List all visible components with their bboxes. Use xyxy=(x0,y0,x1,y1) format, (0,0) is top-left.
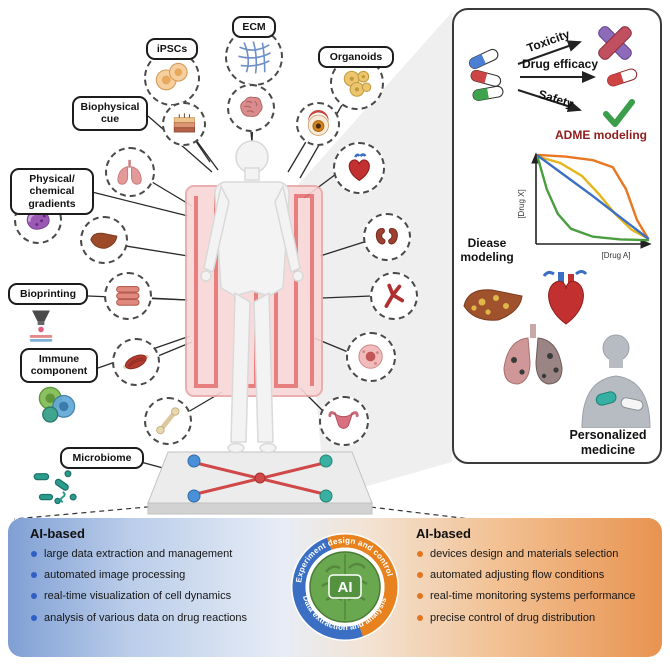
ai-left-list: large data extraction and management aut… xyxy=(30,548,310,625)
toxicity-cross-icon xyxy=(598,26,632,60)
intestine-icon xyxy=(116,286,140,306)
applications-panel: Toxicity Drug efficacy Safety ADME model… xyxy=(452,8,662,464)
muscle-circle xyxy=(112,338,160,386)
eye-icon xyxy=(307,109,329,136)
immune-cells-icon xyxy=(34,382,80,428)
organ-chip-icon xyxy=(147,451,373,515)
lungs-circle xyxy=(105,147,155,197)
blood-vessel-circle xyxy=(370,272,418,320)
personalized-medicine-label: Personalized medicine xyxy=(569,428,647,457)
diseased-liver-icon xyxy=(463,289,523,321)
drug-efficacy-label: Drug efficacy xyxy=(522,57,599,71)
capability-item: automated adjusting flow conditions xyxy=(416,569,656,582)
outcome-arrows xyxy=(517,40,596,113)
label-biophysical-cue: Biophysical cue xyxy=(72,96,148,131)
label-immune: Immune component xyxy=(20,348,98,383)
label-organoids: Organoids xyxy=(318,46,394,69)
label-bioprinting: Bioprinting xyxy=(8,283,88,306)
ai-right-list: devices design and materials selection a… xyxy=(416,548,656,625)
disease-modeling-title: Diease modeling xyxy=(460,236,514,265)
human-body-icon xyxy=(200,140,304,454)
capability-item: precise control of drug distribution xyxy=(416,612,656,625)
ai-left-title: AI-based xyxy=(30,526,85,541)
liver-circle xyxy=(80,216,128,264)
ai-center-label: AI xyxy=(338,579,353,596)
liver-icon xyxy=(90,232,118,249)
bone-circle xyxy=(144,397,192,445)
ai-brain-icon: Experiment design and control Data extra… xyxy=(291,533,399,641)
heart-icon xyxy=(348,153,370,181)
blue-curve xyxy=(536,154,650,240)
ai-summary-panel: AI-based large data extraction and manag… xyxy=(8,518,662,657)
diseased-lungs-icon xyxy=(503,324,563,385)
skin-circle xyxy=(162,102,206,146)
bone-icon xyxy=(156,407,180,435)
capability-item: large data extraction and management xyxy=(30,548,310,561)
patient-icon xyxy=(581,334,651,428)
adme-x-axis-label: [Drug A] xyxy=(602,251,631,260)
cell-circle xyxy=(346,332,396,382)
uterus-circle xyxy=(319,396,369,446)
adme-modeling-title: ADME modeling xyxy=(555,128,647,142)
label-gradients: Physical/ chemical gradients xyxy=(10,168,94,216)
ipsc-cells-icon xyxy=(156,63,188,91)
skin-icon xyxy=(173,112,195,133)
label-ecm: ECM xyxy=(232,16,276,39)
capability-item: devices design and materials selection xyxy=(416,548,656,561)
capability-item: analysis of various data on drug reactio… xyxy=(30,612,310,625)
green-curve xyxy=(536,157,650,242)
capability-item: real-time visualization of cell dynamics xyxy=(30,590,310,603)
label-ipscs: iPSCs xyxy=(146,38,198,61)
disease-organs-group xyxy=(463,270,588,385)
ai-right-title: AI-based xyxy=(416,526,471,541)
diseased-heart-icon xyxy=(542,270,588,325)
microbiome-icon xyxy=(24,466,86,510)
label-microbiome: Microbiome xyxy=(60,447,144,470)
muscle-icon xyxy=(123,354,149,370)
kidney-circle xyxy=(363,213,411,261)
cell-icon xyxy=(358,344,384,370)
drug-capsule-icon xyxy=(607,68,638,87)
kidney-icon xyxy=(375,228,399,245)
adme-y-axis-label: [Drug X] xyxy=(517,189,526,218)
chip-to-panel-dashed-lines xyxy=(13,505,471,520)
heart-circle xyxy=(333,142,385,194)
safety-check-icon xyxy=(603,99,635,127)
intestine-circle xyxy=(104,272,152,320)
brain-icon xyxy=(240,96,263,117)
scene-graphics xyxy=(13,12,471,520)
pills-icon xyxy=(468,48,504,101)
uterus-icon xyxy=(328,411,360,430)
lungs-icon xyxy=(117,160,143,186)
ai-left-column: AI-based large data extraction and manag… xyxy=(30,526,310,633)
organoids-icon xyxy=(343,70,372,97)
capability-item: real-time monitoring systems performance xyxy=(416,590,656,603)
eye-circle xyxy=(296,102,340,146)
blood-vessel-icon xyxy=(384,283,405,309)
ecm-fibers-icon xyxy=(237,40,271,74)
yellow-curve xyxy=(536,155,650,240)
ai-right-column: AI-based devices design and materials se… xyxy=(416,526,656,633)
capability-item: automated image processing xyxy=(30,569,310,582)
bioprinter-icon xyxy=(22,306,60,344)
brain-circle xyxy=(227,84,275,132)
adme-chart: [Drug X] [Drug A] xyxy=(517,152,652,260)
orange-curve xyxy=(536,153,650,240)
